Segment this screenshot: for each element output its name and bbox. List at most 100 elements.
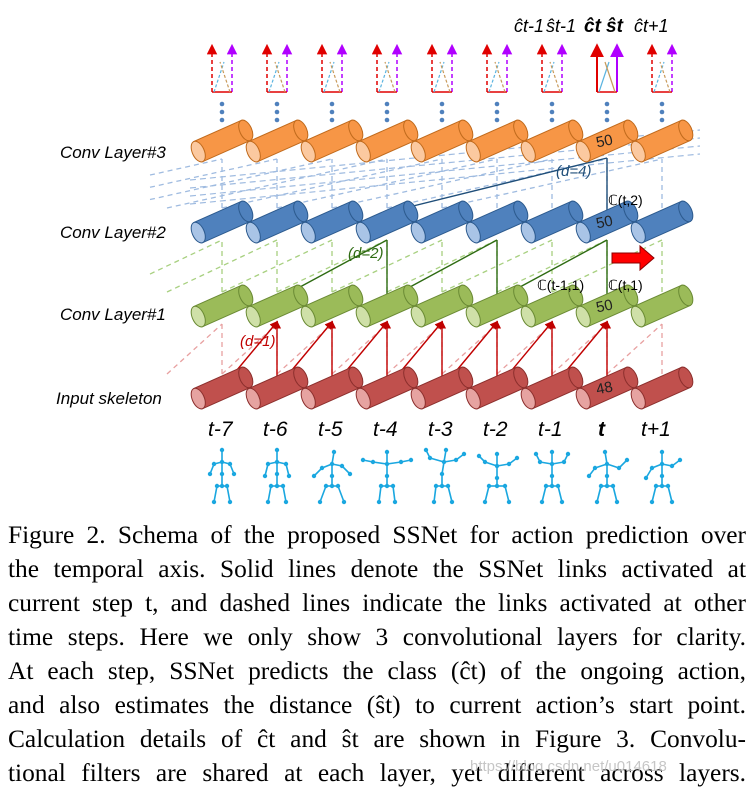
conv-node [630, 366, 694, 410]
dilation-label-1: (d=1) [240, 333, 275, 350]
node-back [300, 221, 316, 244]
skeleton-joint [433, 483, 439, 489]
ellipsis-dot [604, 109, 610, 115]
dashed-link [166, 239, 278, 293]
skeleton-joint [392, 499, 398, 505]
skeleton-joint [659, 473, 665, 479]
node-back [520, 140, 536, 163]
caption-line: time steps. Here we only show 3 convolut… [8, 623, 746, 651]
skeleton-joint [262, 473, 268, 479]
inner-link [543, 61, 555, 93]
output-label-c-prev: ĉt-1 [514, 16, 544, 36]
skeleton-joint [274, 447, 280, 453]
skeleton-bone [392, 485, 396, 503]
skeleton-joint [610, 483, 616, 489]
skeleton-joint [360, 457, 366, 463]
skeleton-joint [227, 461, 233, 467]
dashed-link [606, 323, 663, 375]
conv-node [465, 284, 529, 328]
output-arrows [481, 43, 513, 123]
skeleton-joint [549, 483, 555, 489]
c-label-t-1-1: ℂ(t-1,1) [537, 277, 584, 293]
node-back [630, 140, 646, 163]
inner-link [488, 61, 500, 93]
node-back [575, 305, 591, 328]
skeleton-joint [329, 461, 335, 467]
node-back [520, 305, 536, 328]
solid-link [286, 320, 334, 377]
skeleton-joint [486, 483, 492, 489]
skeleton-joint [616, 465, 622, 471]
skeleton-bone [429, 457, 445, 463]
skeleton-joint [439, 483, 445, 489]
skeleton-bone [372, 461, 388, 465]
skeleton-joint [586, 473, 592, 479]
skeleton-joint [224, 483, 230, 489]
conv-node [355, 200, 419, 244]
conv-node [520, 284, 584, 328]
node-front [678, 200, 694, 223]
inner-link [219, 61, 231, 93]
skeleton-joint [565, 451, 571, 457]
node-front [678, 366, 694, 389]
node-back [575, 387, 591, 410]
skeleton-joint [398, 459, 404, 465]
skeleton-joint [280, 483, 286, 489]
c-label-t-2: ℂ(t,2) [608, 192, 643, 208]
skeleton-joint [537, 459, 543, 465]
node-back [245, 140, 261, 163]
skeleton-joint [669, 463, 675, 469]
ellipsis-dot [384, 101, 390, 107]
skeleton-joint [443, 447, 449, 453]
skeleton-joint [319, 465, 325, 471]
output-label-c-curr: ĉt [584, 16, 602, 37]
skeleton-joint [624, 457, 630, 463]
conv-node [245, 284, 309, 328]
figure-caption: Figure 2. Schema of the proposed SSNet f… [8, 518, 746, 790]
ellipsis-dot [494, 101, 500, 107]
ellipsis-dot [219, 109, 225, 115]
ellipsis-dot [384, 117, 390, 123]
node-number-l3: 50 [595, 131, 615, 151]
dashed-link [386, 323, 443, 375]
conv-node [190, 284, 254, 328]
node-back [190, 387, 206, 410]
dashed-link [166, 158, 388, 209]
shift-arrow-icon [611, 244, 655, 272]
skeleton-joint [219, 483, 225, 489]
ssnet-schema-diagram: Conv Layer#3 Conv Layer#2 Conv Layer#1 I… [56, 16, 701, 505]
skeleton-joint [211, 461, 217, 467]
node-number-input: 48 [595, 378, 615, 398]
skeleton-bone [282, 485, 287, 503]
ellipsis-dot [274, 101, 280, 107]
solid-link [506, 239, 608, 295]
time-label: t+1 [641, 418, 671, 441]
time-label-current: t [598, 418, 606, 441]
skeleton-joint [506, 461, 512, 467]
skeleton-joint [384, 473, 390, 479]
output-arrows [206, 43, 678, 123]
skeleton-joint [592, 465, 598, 471]
dashed-link [551, 323, 608, 375]
skeleton-bone [651, 485, 657, 503]
conv-node [190, 366, 254, 410]
output-arrows [316, 43, 348, 123]
node-number-l2: 50 [595, 212, 615, 232]
dashed-link [331, 323, 388, 375]
skeleton-joint [335, 483, 341, 489]
skeleton-joint [649, 499, 655, 505]
conv-node [520, 366, 584, 410]
skeleton-joint [274, 471, 280, 477]
skeleton-bone [504, 485, 510, 503]
output-arrows [261, 43, 293, 123]
dashed-link [189, 129, 701, 181]
output-label-s-prev: ŝt-1 [546, 16, 576, 36]
skeleton-joint [311, 473, 317, 479]
conv-node [575, 200, 639, 244]
conv-node [630, 200, 694, 244]
conv-node [355, 119, 419, 163]
skeleton-figure [643, 449, 683, 505]
dashed-link [496, 239, 608, 293]
inner-link [659, 61, 671, 93]
skeleton-joint [669, 499, 675, 505]
